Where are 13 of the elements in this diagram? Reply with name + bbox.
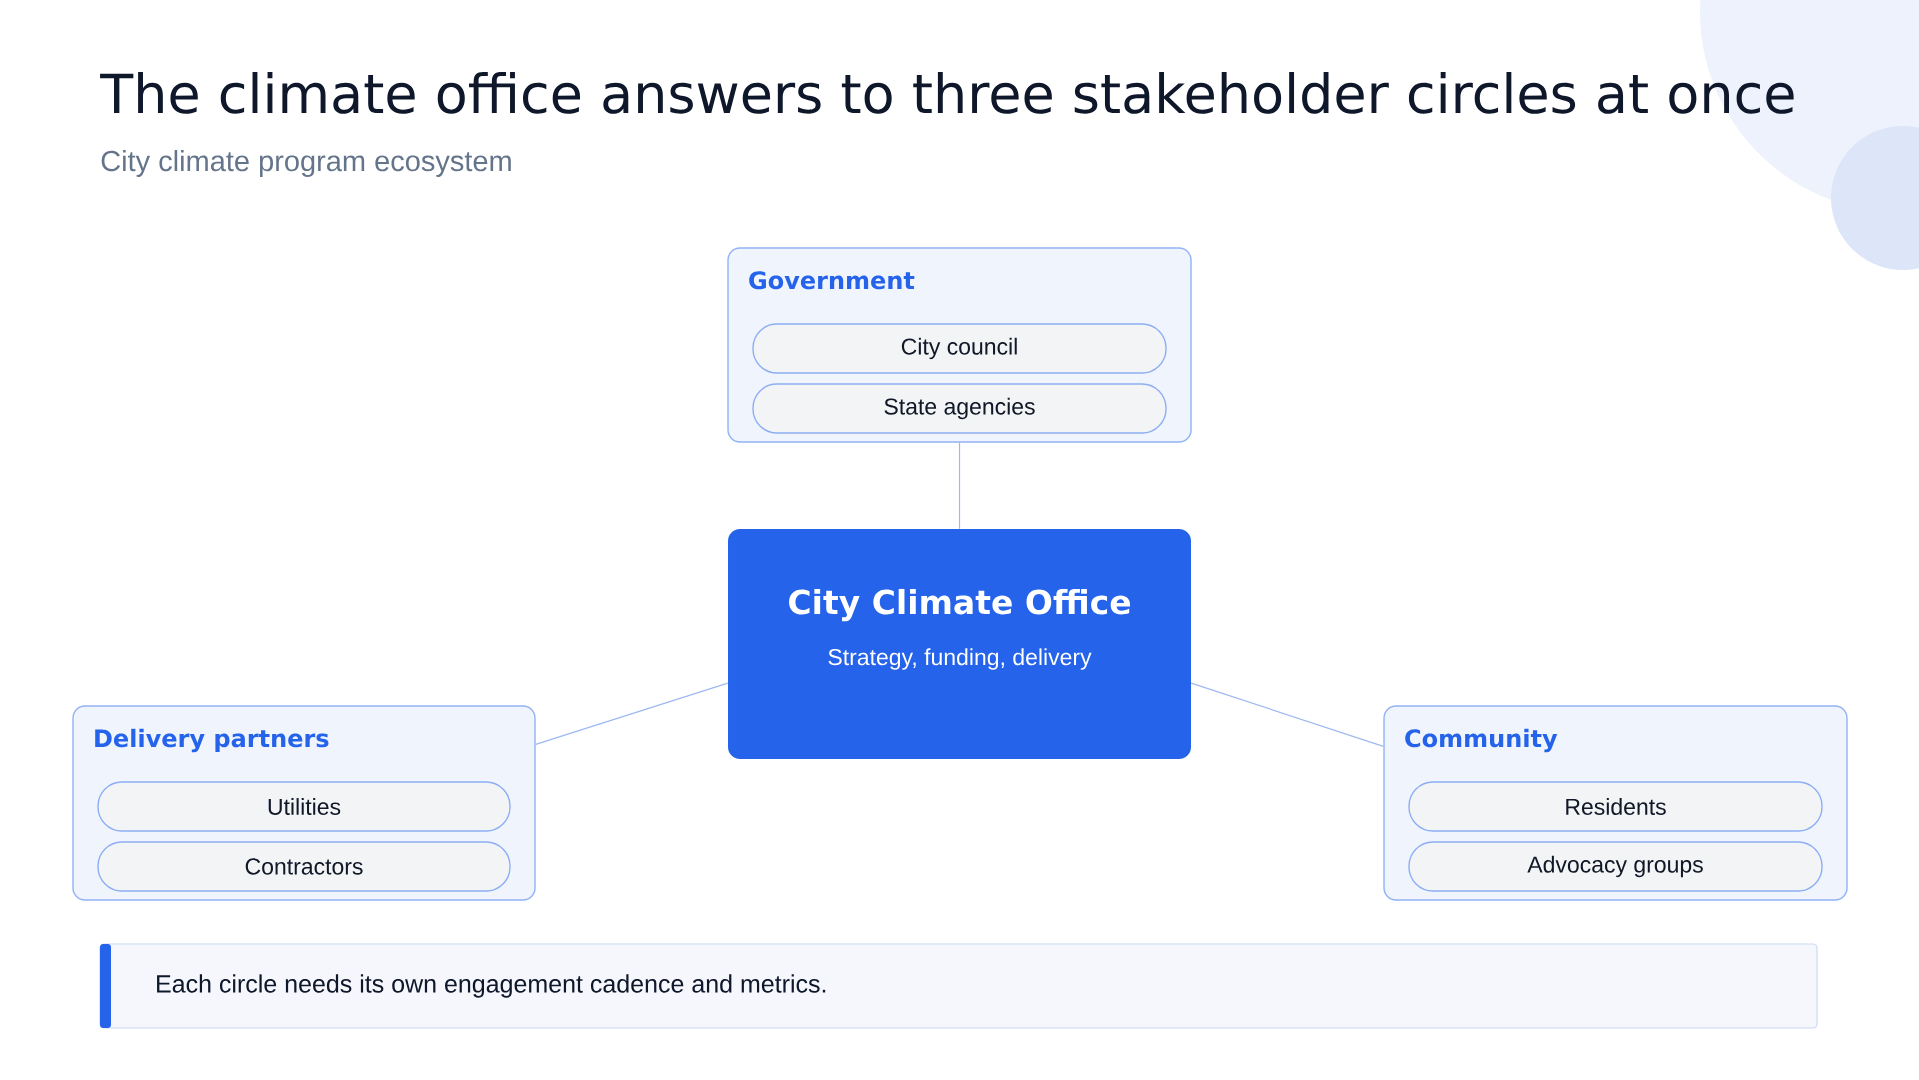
pill-box: City council xyxy=(752,323,1167,374)
connector-line xyxy=(1190,682,1384,747)
title: The climate office answers to three stakeholder circles at once xyxy=(100,72,1794,114)
pill-box: State agencies xyxy=(752,383,1167,434)
connector-line xyxy=(958,442,961,530)
note-box: Each circle needs its own engagement cadence and metrics. xyxy=(99,943,1818,1029)
pill-box: Contractors xyxy=(97,841,511,892)
pill-box: Residents xyxy=(1408,781,1823,832)
pill-box: Advocacy groups xyxy=(1408,841,1823,892)
connector-line xyxy=(535,682,729,745)
pill-box: Utilities xyxy=(97,781,511,832)
subtitle: City climate program ecosystem xyxy=(101,150,511,178)
hub-box: City Climate Office Strategy, funding, delivery xyxy=(728,529,1191,759)
